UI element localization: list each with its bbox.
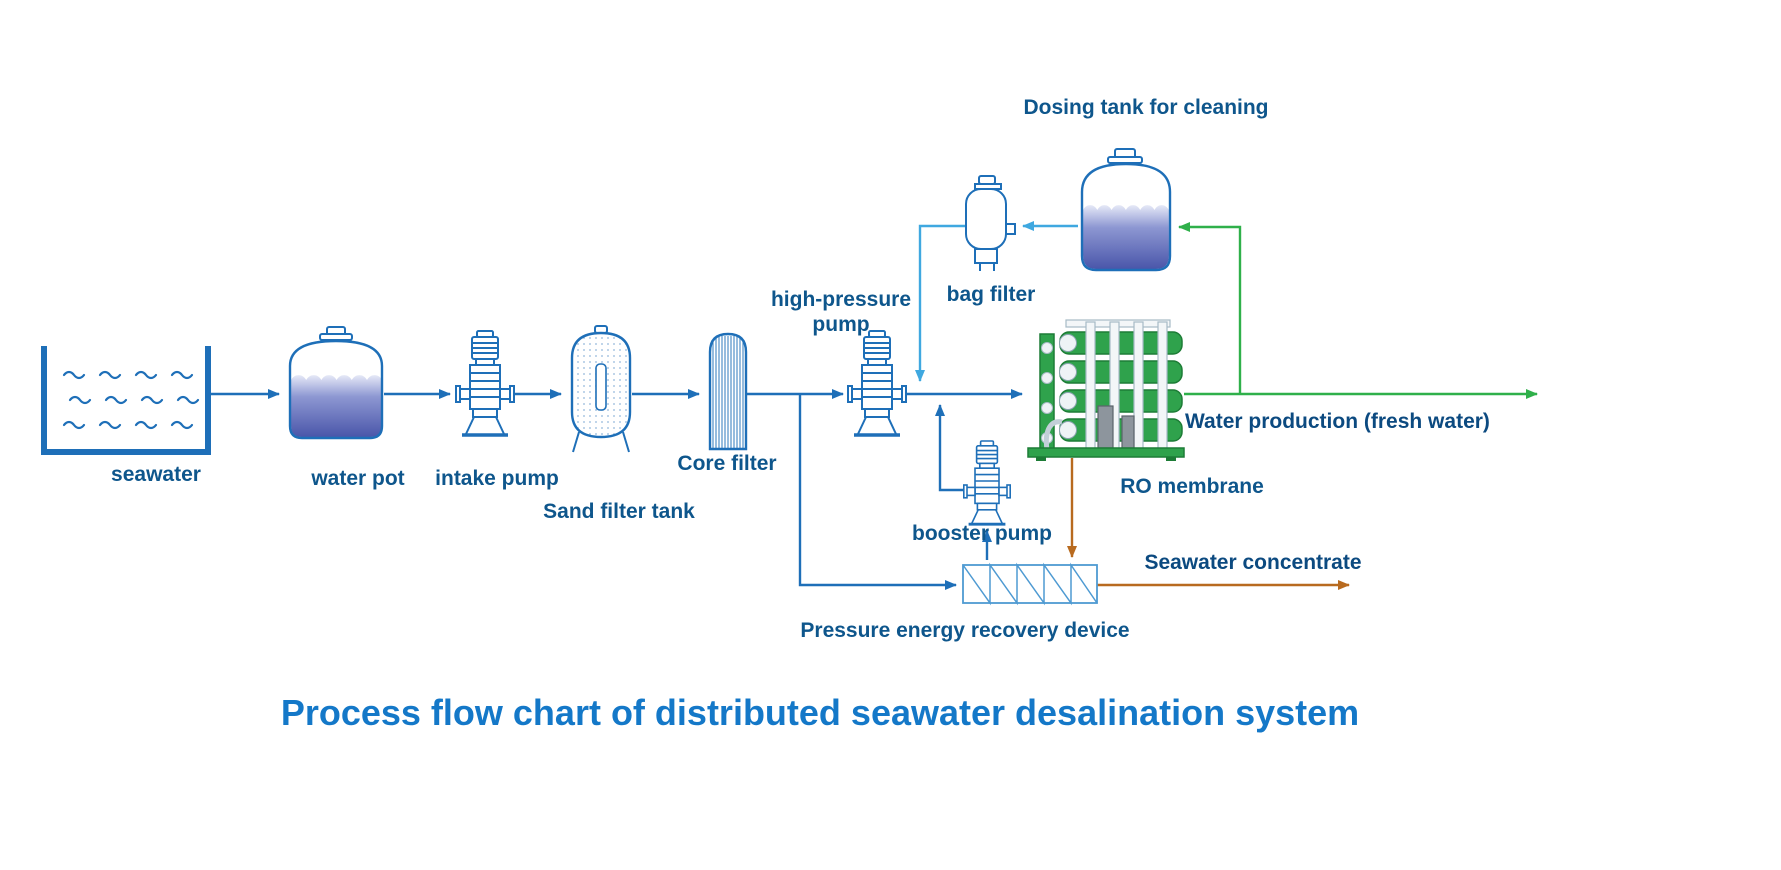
- seawater-label: seawater: [111, 463, 201, 486]
- arrow-freshwater-to-dosingtank: [1178, 222, 1242, 394]
- water-pot-icon: [288, 326, 384, 440]
- arrow-feed-to-recovery-device: [798, 394, 957, 590]
- high-pressure-pump-label: high-pressure pump: [770, 288, 912, 337]
- pressure-energy-recovery-device-icon: [962, 562, 1098, 606]
- intake-pump-icon: [454, 329, 516, 437]
- flow-lines-cleaning: [915, 221, 1078, 382]
- arrow-bagfilter-to-mainline: [915, 224, 966, 382]
- seawater-concentrate-label: Seawater concentrate: [1144, 551, 1362, 574]
- flow-lines-product: [1178, 222, 1538, 399]
- bag-filter-icon: [965, 175, 1016, 271]
- sand-filter-tank-icon: [570, 325, 632, 453]
- pressure-energy-recovery-device-label: Pressure energy recovery device: [800, 619, 1130, 642]
- intake-pump-label: intake pump: [435, 467, 559, 490]
- flow-lines-concentrate: [1067, 458, 1350, 590]
- sand-filter-tank-label: Sand filter tank: [543, 500, 695, 523]
- ro-membrane-icon: [1027, 319, 1185, 461]
- booster-pump-label: booster pump: [912, 522, 1052, 545]
- booster-pump-icon: [962, 439, 1012, 526]
- flow-lines-feed: [211, 389, 1023, 590]
- seawater-tank-icon: [41, 346, 211, 455]
- core-filter-label: Core filter: [677, 452, 777, 475]
- diagram-title: Process flow chart of distributed seawat…: [280, 692, 1360, 733]
- bag-filter-label: bag filter: [946, 283, 1036, 306]
- core-filter-icon: [708, 332, 748, 451]
- dosing-tank-icon: [1080, 148, 1172, 272]
- high-pressure-pump-icon: [846, 329, 908, 437]
- water-pot-label: water pot: [311, 467, 405, 490]
- dosing-tank-label: Dosing tank for cleaning: [1023, 96, 1269, 119]
- ro-membrane-label: RO membrane: [1120, 475, 1264, 498]
- water-production-label: Water production (fresh water): [1185, 410, 1490, 433]
- arrow-boosterpump-to-mainline: [935, 404, 964, 492]
